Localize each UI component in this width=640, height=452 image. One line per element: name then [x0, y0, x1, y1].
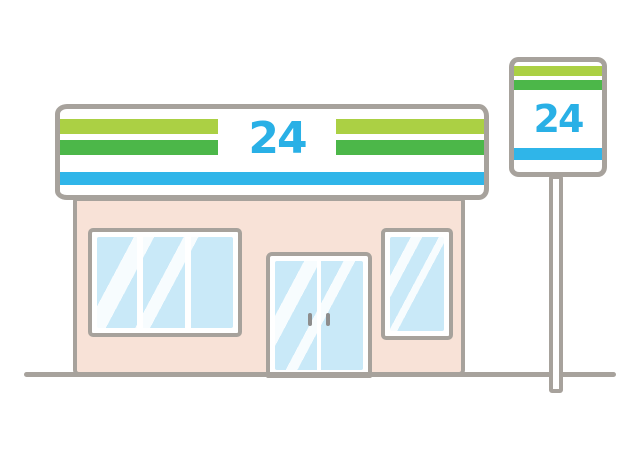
door-handle-left — [308, 313, 312, 326]
pole-sign-24-text: 24 — [533, 97, 585, 141]
right-window — [381, 228, 453, 340]
pole-sign-board: 24 — [509, 57, 607, 177]
fascia-24-panel: 24 — [218, 110, 336, 168]
entrance-door — [266, 252, 372, 378]
left-window-mullion-1 — [137, 237, 143, 328]
left-window-mullion-2 — [185, 237, 191, 328]
door-center-divider — [317, 261, 321, 370]
pole-sign-stripe-light-green — [514, 66, 602, 76]
pole-sign-24-panel: 24 — [514, 94, 602, 144]
fascia-stripe-blue — [60, 172, 484, 185]
ground-line — [24, 372, 616, 377]
store-sign-24-text: 24 — [248, 113, 307, 164]
right-window-glass — [390, 237, 444, 331]
door-handle-right — [326, 313, 330, 326]
store-sign-fascia: 24 — [55, 104, 489, 200]
left-window-glass — [97, 237, 233, 328]
sign-pole — [549, 175, 563, 393]
pole-sign-stripe-blue — [514, 148, 602, 160]
left-window — [88, 228, 242, 337]
pole-sign-stripe-green — [514, 80, 602, 90]
